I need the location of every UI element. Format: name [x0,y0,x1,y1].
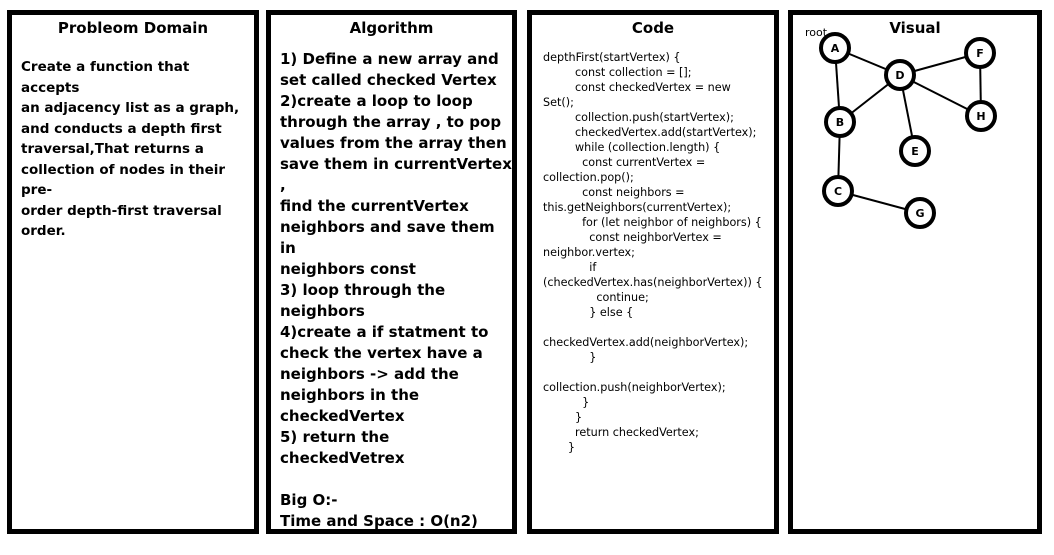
node-f: F [964,37,996,69]
graph-nodes: A B C D E F G H [819,32,997,229]
algorithm-panel: Algorithm 1) Define a new array and set … [266,10,517,534]
root-label: root [805,26,828,39]
node-circle [884,59,916,91]
algorithm-text: 1) Define a new array and set called che… [280,50,512,530]
node-circle [964,37,996,69]
node-b: B [824,106,856,138]
graph-diagram: root A B C D E F G H [805,26,997,229]
node-e: E [899,135,931,167]
node-label: B [836,116,844,129]
code-panel: Code depthFirst(startVertex) { const col… [527,10,779,534]
node-g: G [904,197,936,229]
visual-panel: Visual root A B C D E F G H [788,10,1042,534]
node-circle [824,106,856,138]
problem-domain-text: Create a function that accepts an adjace… [21,59,240,239]
node-label: D [895,69,904,82]
node-d: D [884,59,916,91]
node-label: G [915,207,924,220]
node-circle [899,135,931,167]
algorithm-title: Algorithm [349,19,434,37]
node-circle [819,32,851,64]
node-circle [965,100,997,132]
node-circle [822,175,854,207]
code-text: depthFirst(startVertex) { const collecti… [543,51,763,454]
node-a: A [819,32,851,64]
problem-domain-panel: Probleom Domain Create a function that a… [7,10,259,534]
node-label: F [976,47,984,60]
node-circle [904,197,936,229]
node-label: E [911,145,919,158]
node-label: C [834,185,842,198]
node-label: A [831,42,840,55]
visual-title: Visual [889,19,941,37]
problem-domain-title: Probleom Domain [57,19,209,37]
code-title: Code [631,19,675,37]
node-h: H [965,100,997,132]
node-c: C [822,175,854,207]
node-label: H [976,110,985,123]
